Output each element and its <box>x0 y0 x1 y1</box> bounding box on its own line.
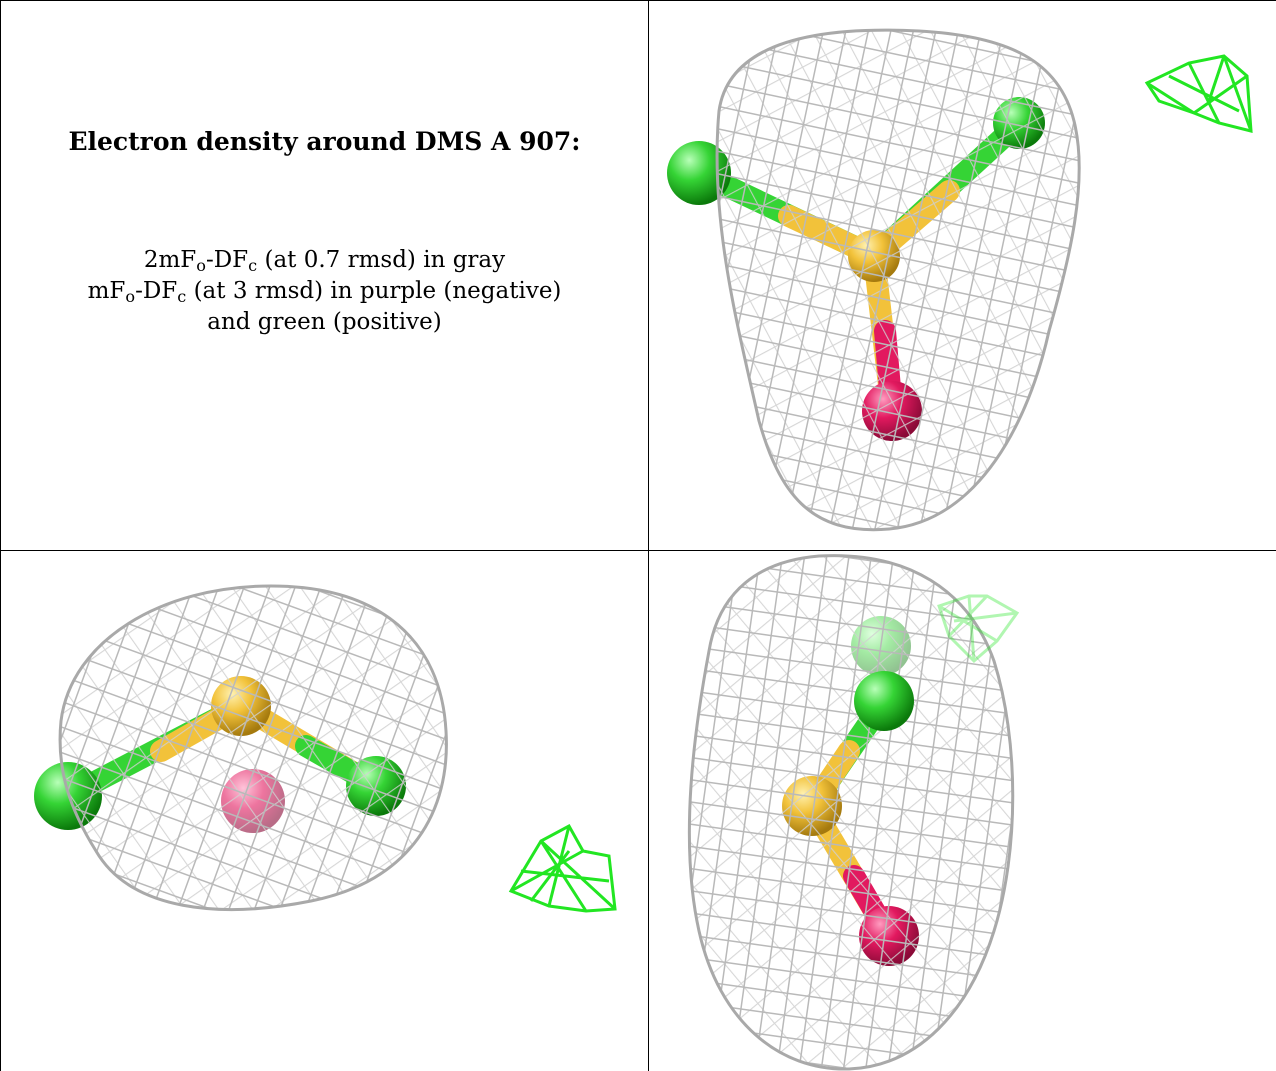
gray-density-mesh <box>717 30 1080 530</box>
mesh-outline <box>715 28 1081 532</box>
density-view-side-2 <box>649 551 1276 1071</box>
legend-line-gray: 2mFo-DFc (at 0.7 rmsd) in gray <box>143 247 506 275</box>
legend-line-positive: and green (positive) <box>207 309 442 335</box>
positive-density-mesh <box>508 823 617 913</box>
caption-legend: 2mFo-DFc (at 0.7 rmsd) in gray mFo-DFc (… <box>1 245 648 338</box>
gray-density-mesh <box>689 555 1013 1070</box>
molecule-render-2 <box>34 584 617 913</box>
table-divider-vertical <box>648 0 649 1071</box>
positive-density-mesh <box>1144 54 1253 133</box>
density-view-top <box>649 1 1276 550</box>
caption-cell: Electron density around DMS A 907: 2mFo-… <box>1 1 648 550</box>
molecule-render-3 <box>687 554 1020 1071</box>
mesh-outline <box>58 584 448 911</box>
molecule-render-1 <box>667 28 1253 532</box>
legend-line-difference: mFo-DFc (at 3 rmsd) in purple (negative) <box>87 278 562 306</box>
table-divider-horizontal <box>0 550 1276 551</box>
gray-density-mesh <box>60 586 447 910</box>
carbon-atom-front <box>854 671 914 731</box>
caption-title: Electron density around DMS A 907: <box>68 127 581 156</box>
mesh-outline <box>687 554 1015 1071</box>
carbon-atom-left <box>667 141 731 205</box>
positive-density-mesh <box>937 594 1020 664</box>
density-view-side-1 <box>1 551 648 1071</box>
